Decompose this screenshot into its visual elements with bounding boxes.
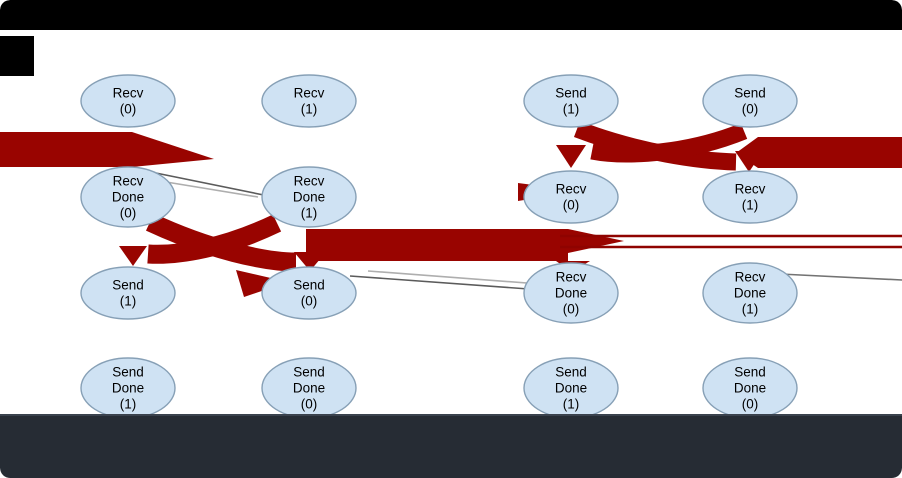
edge-recv-done-1-to-send-1-arrowhead [119,246,147,266]
svg-text:Recv(1): Recv(1) [735,182,766,213]
node-send-1-right: Send(1) [523,74,619,128]
svg-text:Recv(0): Recv(0) [556,182,587,213]
svg-text:Recv(1): Recv(1) [294,86,325,117]
node-recv-1-left: Recv(1) [261,74,357,128]
node-recv-0-left: Recv(0) [80,74,176,128]
edge-incoming-right-band [736,137,902,168]
edge-incoming-left-band [0,132,214,167]
svg-text:Send(0): Send(0) [293,278,325,309]
edges-layer [0,121,902,297]
svg-text:Send(1): Send(1) [112,278,144,309]
node-send-1-left: Send(1) [80,266,176,320]
edge-recv-done-0-to-send-0 [145,213,297,272]
edge-send0-recvdone0-band [306,229,568,261]
left-black-block [0,36,34,76]
node-send-0-left: Send(0) [261,266,357,320]
edge-red-wisp-send-0 [236,270,288,297]
svg-text:Send(0): Send(0) [734,86,766,117]
edge-send-0-to-recv-0 [590,123,748,163]
svg-text:Recv(0): Recv(0) [113,86,144,117]
edge-band-feather-right [568,229,624,253]
svg-text:Send(1): Send(1) [555,86,587,117]
window-top-bar [0,0,902,30]
node-recv-0-right: Recv(0) [523,170,619,224]
edge-send-0-to-recv-0-arrowhead [556,145,586,168]
node-send-0-right: Send(0) [702,74,798,128]
edge-recv-done-1-to-send-1 [147,214,282,264]
window-bottom-bar [0,414,902,478]
node-recv-1-right: Recv(1) [702,170,798,224]
